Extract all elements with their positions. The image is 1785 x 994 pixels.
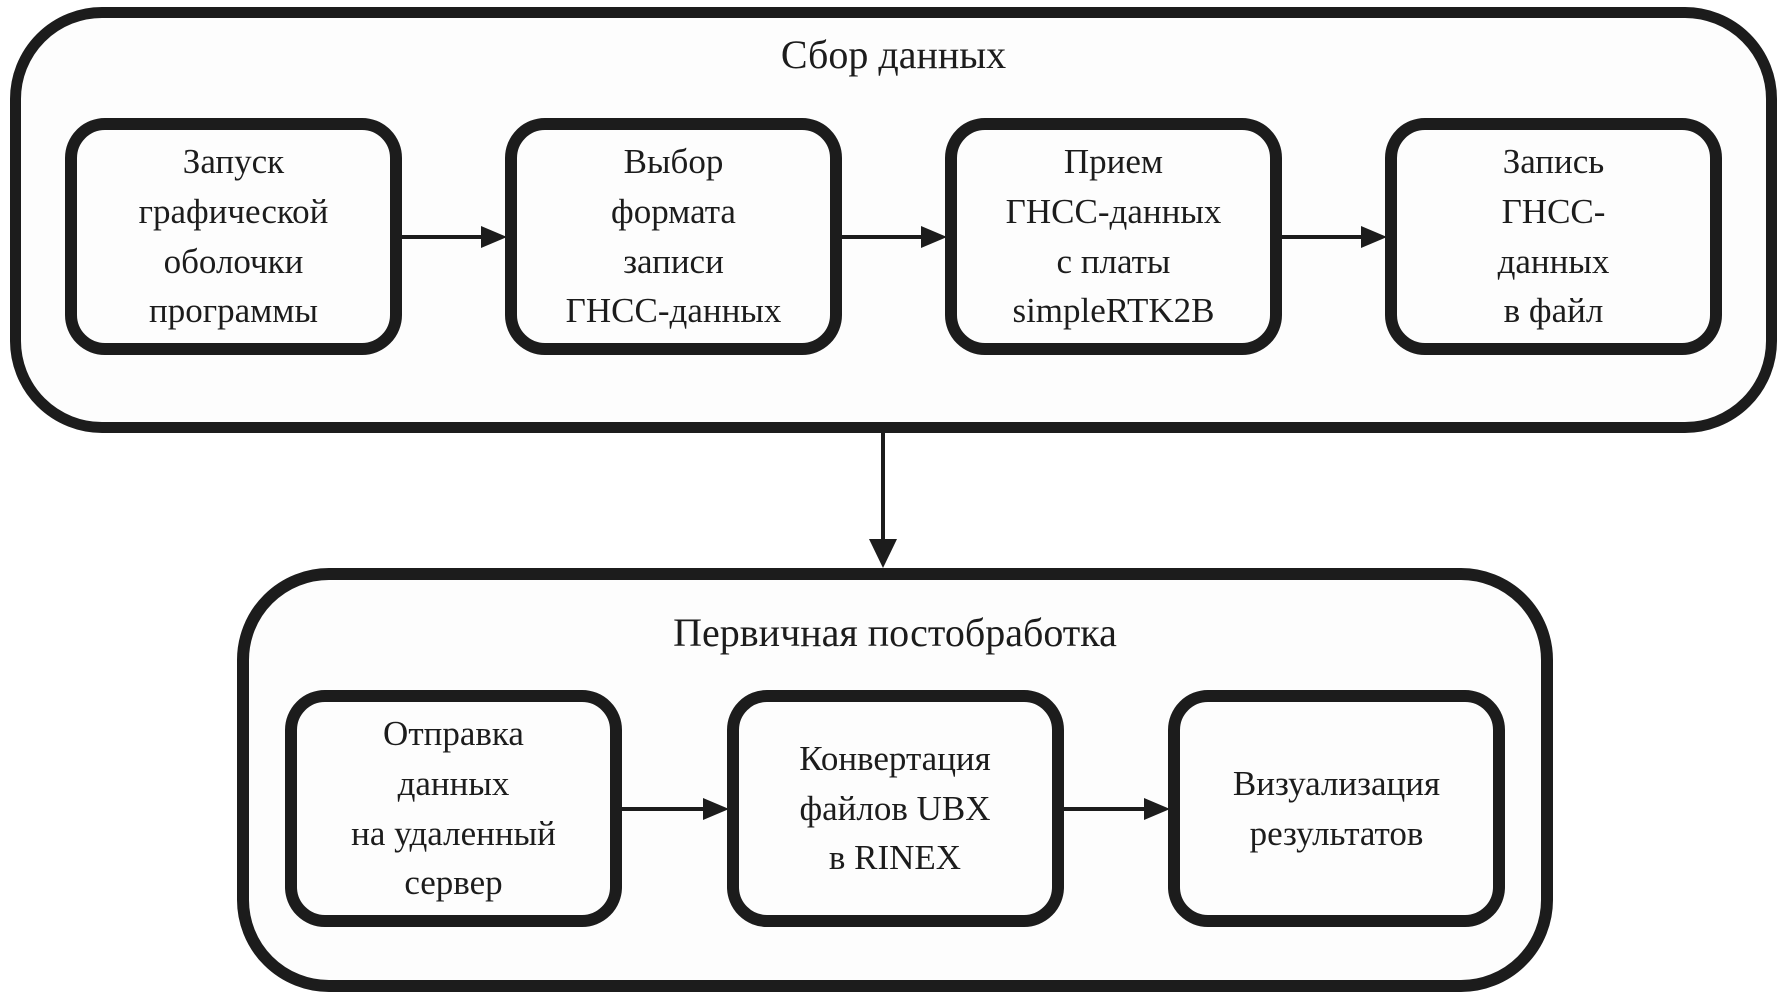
arrow-right-icon (402, 234, 481, 239)
box-select-format: Выбор формата записи ГНСС-данных (505, 118, 842, 355)
group-post-processing: Первичная постобработка Отправка данных … (237, 568, 1553, 992)
group-data-collection-row: Запуск графической оболочки программы Вы… (21, 118, 1766, 355)
arrow-right-icon (622, 806, 703, 811)
arrow-right-icon (1063, 806, 1144, 811)
box-select-format-label: Выбор формата записи ГНСС-данных (565, 142, 782, 331)
box-write-to-file-label: Запись ГНСС- данных в файл (1497, 142, 1610, 331)
box-visualize-results: Визуализация результатов (1168, 690, 1505, 927)
arrow-right-icon (1282, 234, 1361, 239)
box-launch-gui-label: Запуск графической оболочки программы (138, 142, 329, 331)
group-post-processing-title: Первичная постобработка (673, 610, 1117, 655)
arrow-right-icon (842, 234, 921, 239)
group-post-processing-row: Отправка данных на удаленный сервер Конв… (249, 690, 1541, 927)
box-convert-ubx-rinex-label: Конвертация файлов UBX в RINEX (799, 738, 991, 878)
box-launch-gui: Запуск графической оболочки программы (65, 118, 402, 355)
box-receive-gnss-label: Прием ГНСС-данных с платы simpleRTK2B (1005, 142, 1222, 331)
box-send-to-server: Отправка данных на удаленный сервер (285, 690, 622, 927)
box-send-to-server-label: Отправка данных на удаленный сервер (351, 714, 556, 903)
arrow-down-icon (881, 433, 885, 539)
group-data-collection-title: Сбор данных (780, 32, 1007, 77)
group-data-collection: Сбор данных Запуск графической оболочки … (10, 7, 1777, 433)
box-write-to-file: Запись ГНСС- данных в файл (1385, 118, 1722, 355)
box-receive-gnss: Прием ГНСС-данных с платы simpleRTK2B (945, 118, 1282, 355)
box-visualize-results-label: Визуализация результатов (1232, 763, 1441, 853)
box-convert-ubx-rinex: Конвертация файлов UBX в RINEX (726, 690, 1064, 927)
